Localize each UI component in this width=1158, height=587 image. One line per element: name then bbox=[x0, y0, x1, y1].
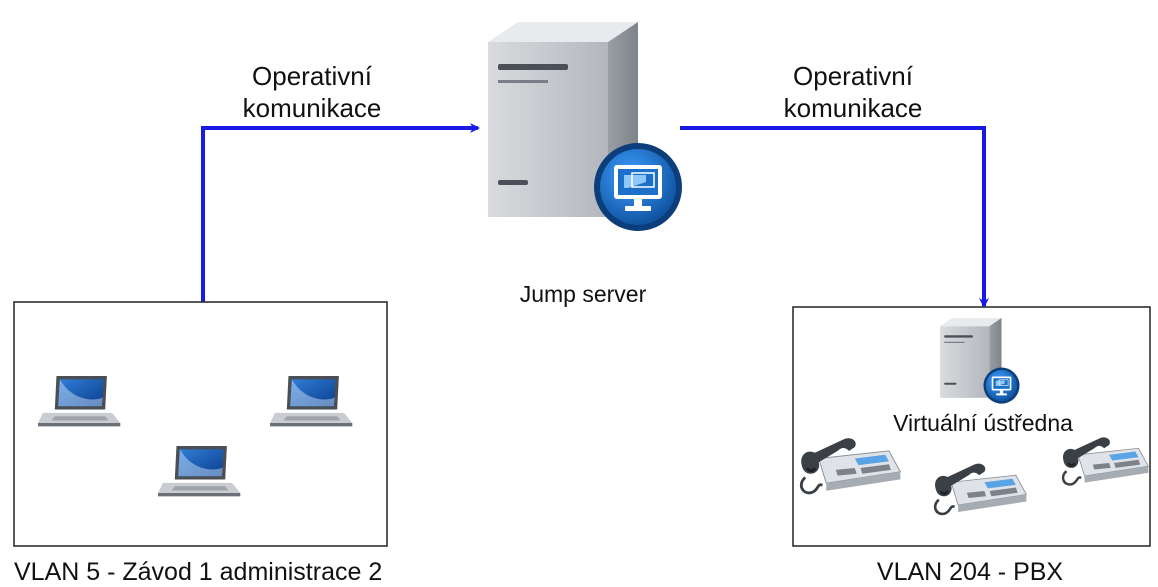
edge-label-left: Operativní komunikace bbox=[192, 60, 432, 124]
edge-label-left-line2: komunikace bbox=[242, 93, 382, 123]
vlan204-caption: VLAN 204 - PBX bbox=[876, 558, 1064, 586]
edge-label-right-line1: Operativní bbox=[793, 61, 913, 91]
virtual-pbx-label: Virtuální ústředna bbox=[893, 410, 1073, 436]
edge-label-left-line1: Operativní bbox=[252, 61, 372, 91]
jump-server-icon bbox=[487, 22, 683, 232]
connector-left bbox=[201, 123, 480, 302]
vlan5-caption: VLAN 5 - Závod 1 administrace 2 bbox=[14, 558, 383, 586]
jump-server-label: Jump server bbox=[519, 281, 647, 307]
edge-label-right-line2: komunikace bbox=[783, 93, 923, 123]
connector-right bbox=[680, 126, 989, 308]
edge-label-right: Operativní komunikace bbox=[733, 60, 973, 124]
